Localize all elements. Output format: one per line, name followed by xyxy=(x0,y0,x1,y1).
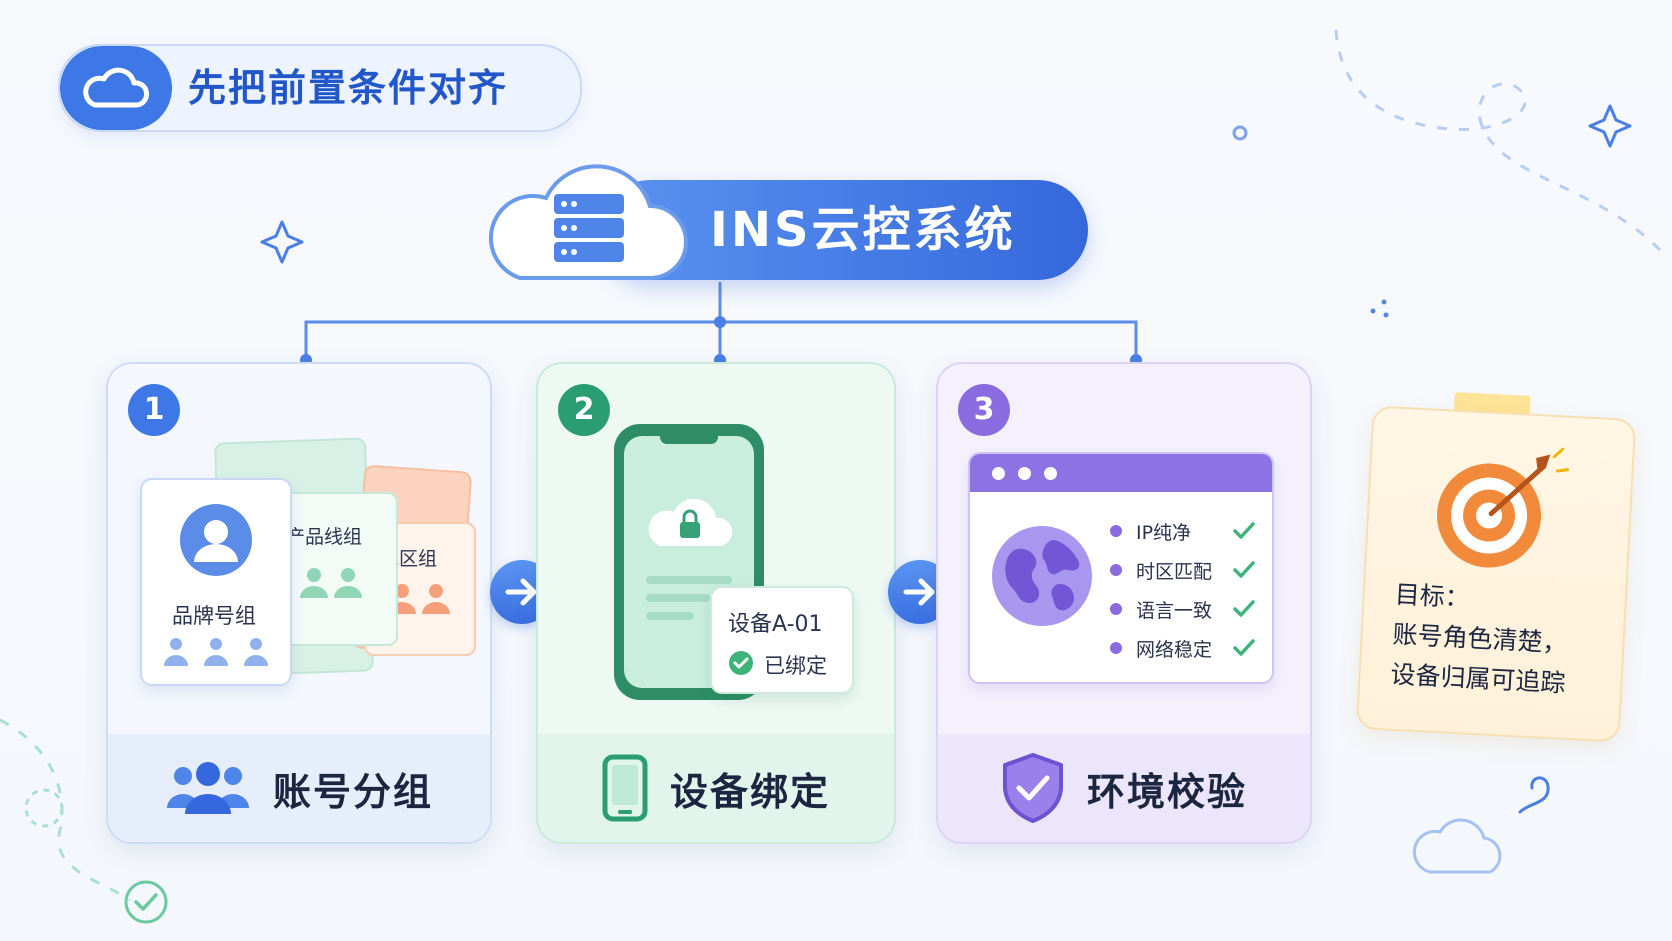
cloud-icon xyxy=(60,46,172,130)
cloud-lock-icon xyxy=(648,498,733,546)
step-label: 环境校验 xyxy=(1086,769,1247,814)
step-card-device-binding: 2 设备A-01 已绑定 设备绑定 xyxy=(536,362,896,844)
check-circle-icon xyxy=(729,651,753,675)
globe-icon xyxy=(992,526,1092,626)
card-footer: 环境校验 xyxy=(938,734,1310,842)
device-status: 已绑定 xyxy=(764,654,827,678)
group-name: 产品线组 xyxy=(286,526,363,548)
group-card-brand: 品牌号组 xyxy=(140,478,292,686)
people-icon xyxy=(300,568,362,598)
check-item: 时区匹配 xyxy=(1110,555,1260,585)
group-card-product-line: 产品线组 xyxy=(276,492,398,646)
checkmark-icon xyxy=(1233,522,1255,539)
step-label: 账号分组 xyxy=(272,769,433,814)
phone-icon xyxy=(602,754,648,822)
check-circle-icon xyxy=(124,880,168,924)
user-avatar-icon xyxy=(180,504,252,576)
checkmark-icon xyxy=(1233,600,1255,617)
step-number-badge: 2 xyxy=(558,384,610,436)
checkmark-icon xyxy=(1233,639,1255,656)
step-card-environment-check: 3 IP纯净 时区匹配 语言一致 xyxy=(936,362,1312,844)
check-item: 网络稳定 xyxy=(1110,633,1260,663)
people-icon xyxy=(164,638,268,666)
goal-title: 目标： xyxy=(1394,579,1471,613)
goal-line: 设备归属可追踪 xyxy=(1389,659,1567,698)
browser-titlebar xyxy=(970,454,1272,492)
server-cloud-icon xyxy=(488,164,688,280)
group-name: 品牌号组 xyxy=(172,604,256,628)
device-name: 设备A-01 xyxy=(728,612,823,637)
page-title: 先把前置条件对齐 xyxy=(188,66,509,110)
team-icon xyxy=(166,762,249,814)
checkmark-icon xyxy=(1233,561,1255,578)
browser-window: IP纯净 时区匹配 语言一致 网络稳定 xyxy=(968,452,1274,684)
device-tag: 设备A-01 已绑定 xyxy=(710,586,854,694)
step-label: 设备绑定 xyxy=(669,769,830,814)
goal-note: 目标： 账号角色清楚， 设备归属可追踪 xyxy=(1355,405,1637,743)
shield-check-icon xyxy=(1002,753,1063,823)
check-item: 语言一致 xyxy=(1110,594,1260,624)
main-node-title: INS云控系统 xyxy=(710,202,1016,258)
check-item: IP纯净 xyxy=(1110,516,1260,546)
target-icon xyxy=(1437,447,1570,568)
step-number-badge: 3 xyxy=(958,384,1010,436)
step-card-account-grouping: 1 地区组 产品线组 品牌号组 xyxy=(106,362,492,844)
card-footer: 账号分组 xyxy=(108,734,490,842)
step-number-badge: 1 xyxy=(128,384,180,436)
card-footer: 设备绑定 xyxy=(538,734,894,842)
section-header: 先把前置条件对齐 xyxy=(58,44,582,132)
